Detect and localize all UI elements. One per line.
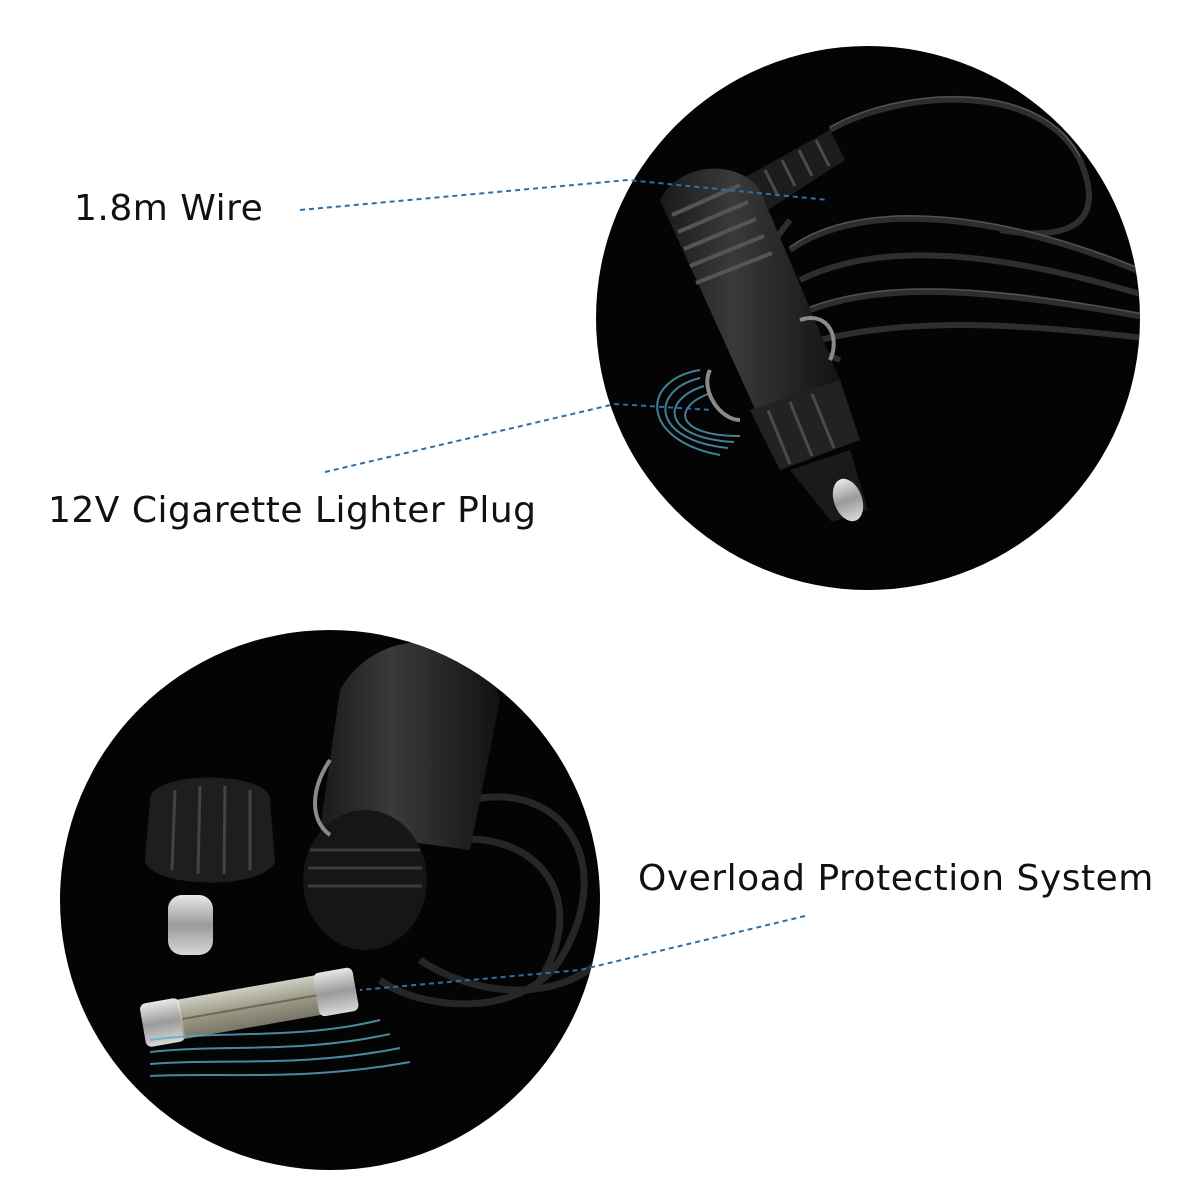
callout-wire-label: 1.8m Wire — [74, 188, 264, 229]
cap-metal-tip — [168, 895, 213, 955]
callout-overload-label: Overload Protection System — [638, 858, 1154, 899]
glass-fuse — [140, 967, 359, 1047]
top-photo-circle — [596, 46, 1140, 590]
leader-line-overload — [359, 915, 806, 991]
plug-body — [660, 168, 842, 427]
leader-line-plug — [324, 402, 713, 473]
socket-opening — [303, 810, 427, 950]
fuse-photo — [140, 642, 600, 1077]
leader-lines — [299, 178, 829, 991]
plug-grip-ridges — [671, 183, 773, 285]
knurled-cap — [145, 777, 275, 883]
plug-metal-tip — [832, 478, 864, 522]
glow-arcs — [656, 369, 741, 456]
glow-lines — [149, 1019, 411, 1077]
leader-line-wire — [299, 178, 829, 211]
callout-plug-label: 12V Cigarette Lighter Plug — [48, 490, 537, 531]
socket-housing — [320, 642, 500, 850]
